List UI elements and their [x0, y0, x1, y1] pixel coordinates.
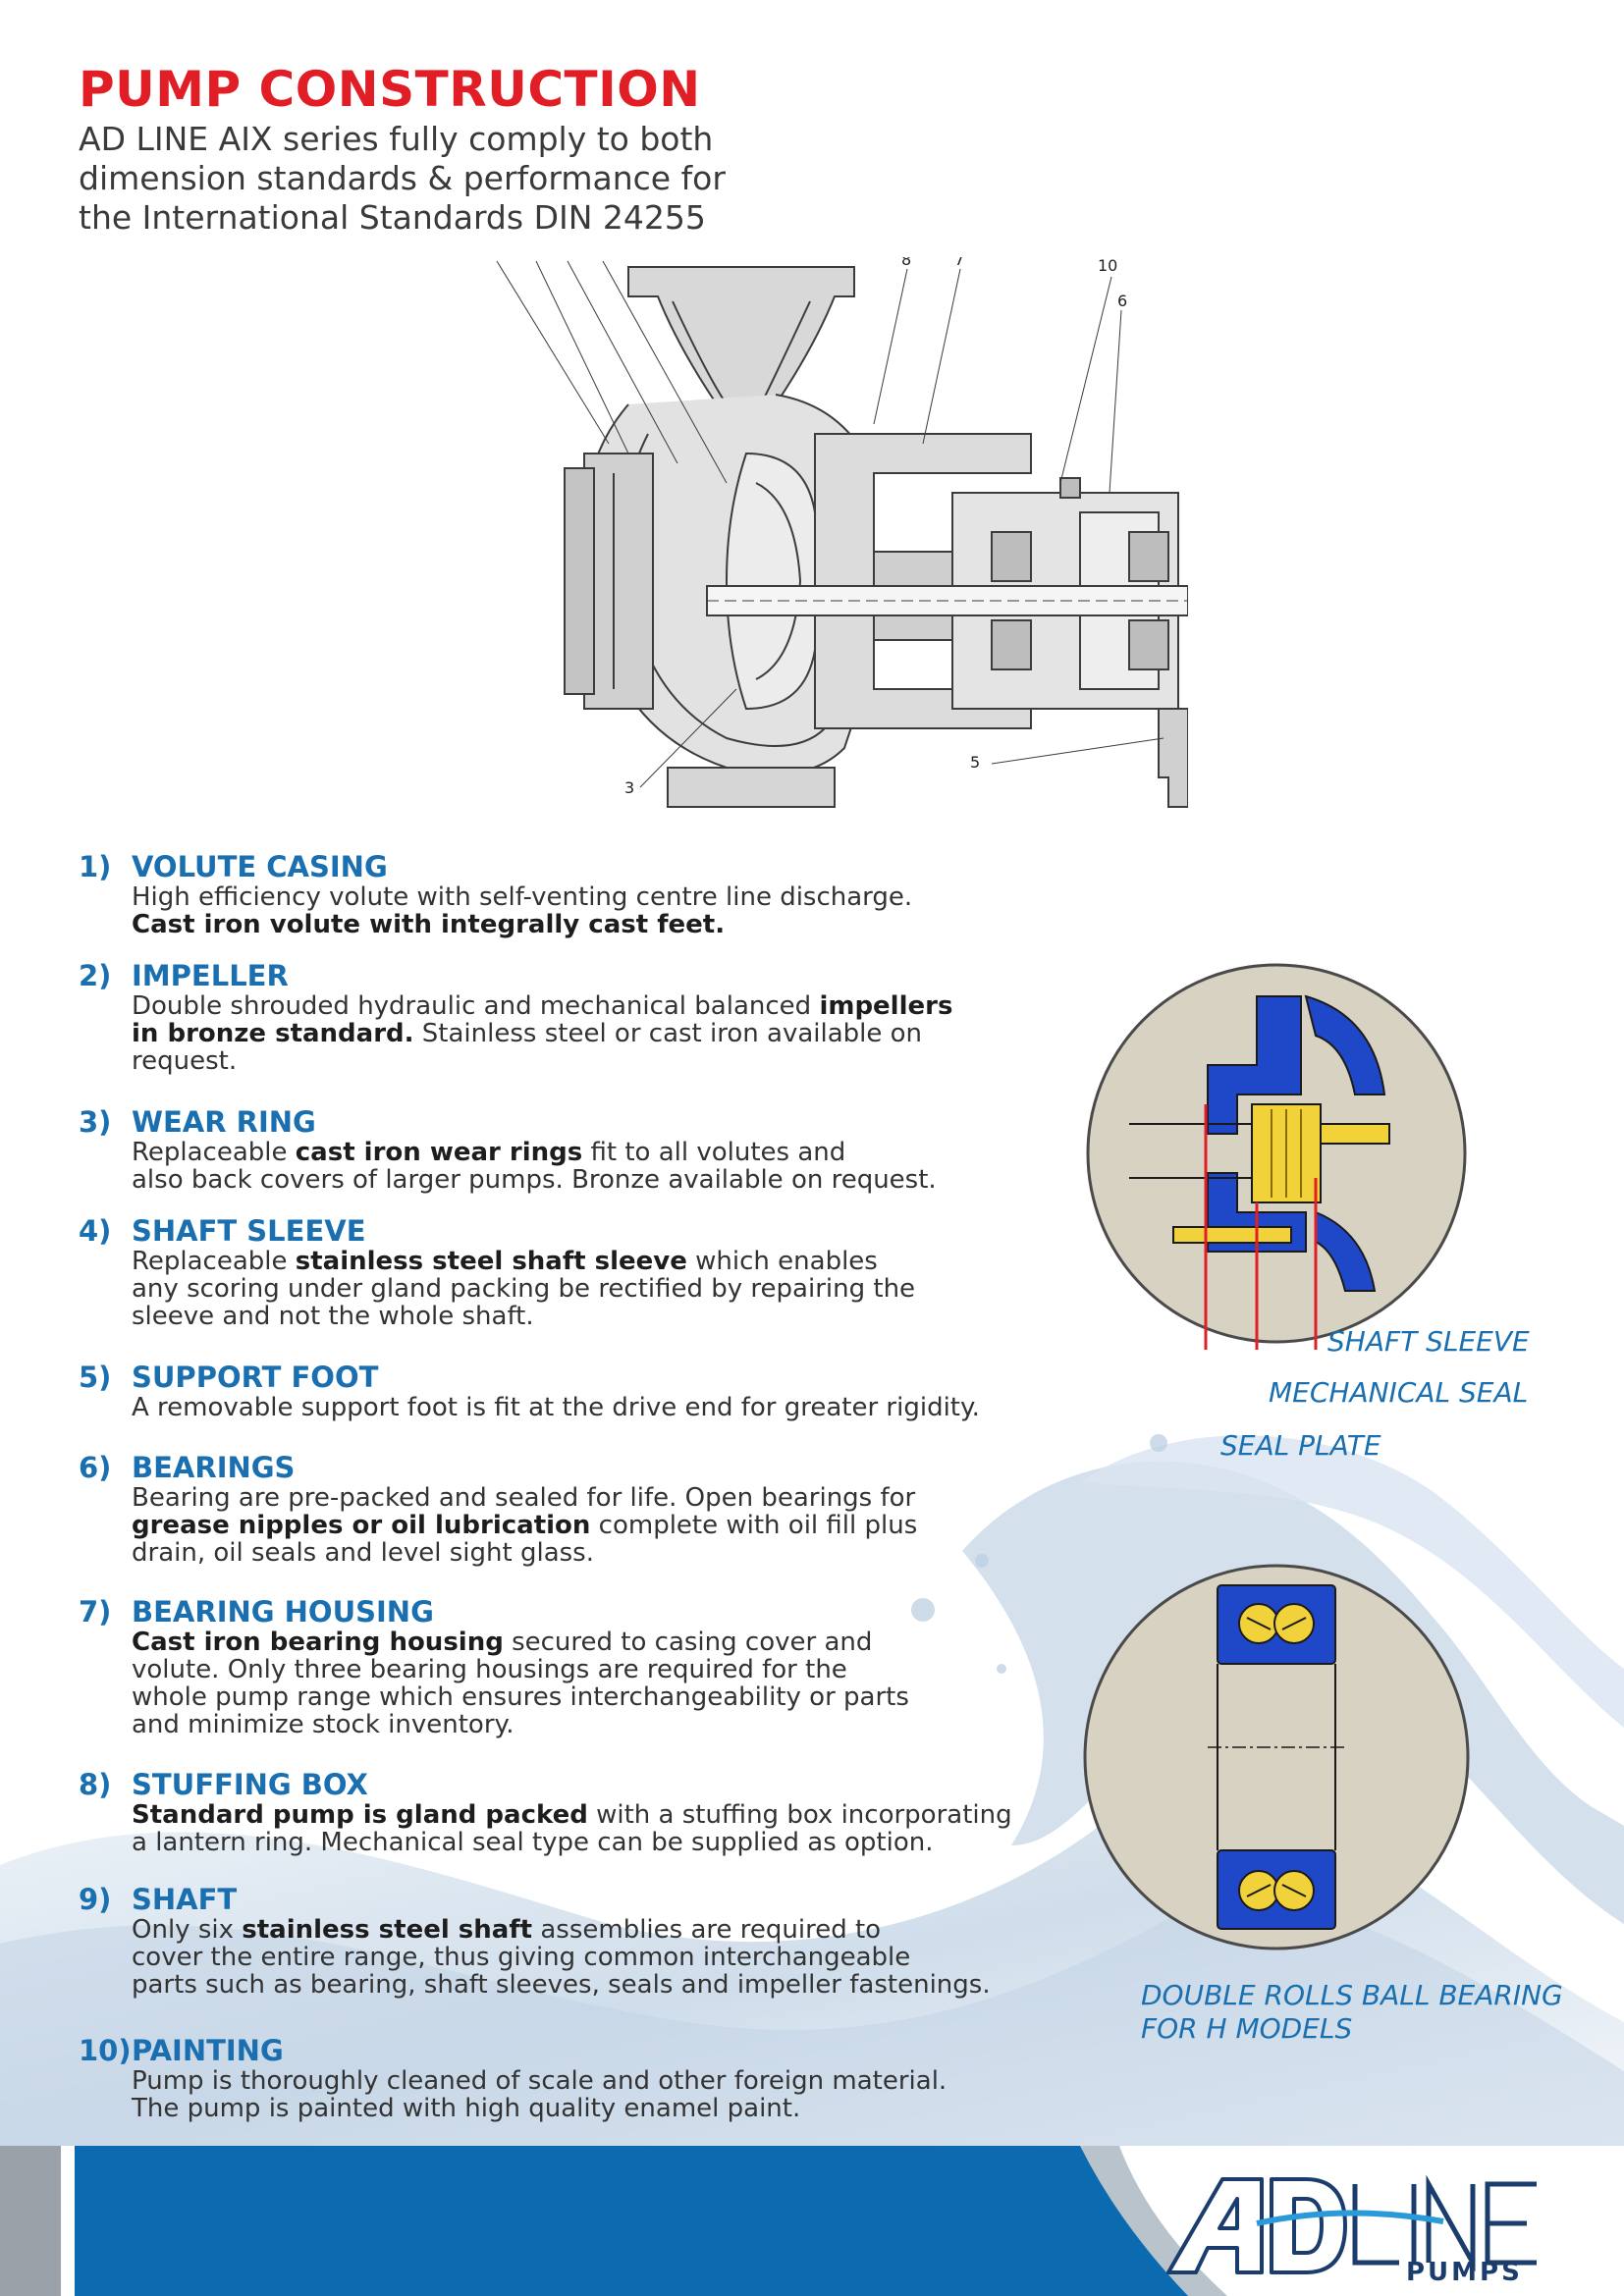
adline-logo: [1166, 2174, 1537, 2274]
item-line: Pump is thoroughly cleaned of scale and …: [132, 2066, 947, 2096]
item-body: Cast iron bearing housing secured to cas…: [132, 1629, 909, 1738]
item-line: any scoring under gland packing be recti…: [132, 1274, 916, 1304]
drawing-label: 6: [1117, 292, 1127, 310]
drawing-label: 5: [970, 753, 980, 772]
item-line: grease nipples or oil lubrication comple…: [132, 1511, 918, 1540]
item-heading: WEAR RING: [132, 1105, 316, 1139]
item-line: sleeve and not the whole shaft.: [132, 1302, 534, 1331]
drawing-label: 2: [530, 257, 540, 261]
subtitle-line: AD LINE AIX series fully comply to both: [79, 120, 714, 158]
item-number: 7): [79, 1595, 112, 1629]
item-body: Pump is thoroughly cleaned of scale and …: [132, 2067, 947, 2122]
item-number: 1): [79, 850, 112, 883]
item-number: 5): [79, 1361, 112, 1394]
item-heading: SHAFT SLEEVE: [132, 1214, 366, 1248]
shaft-sleeve-callout: SHAFT SLEEVE: [1327, 1325, 1530, 1358]
item-body: Only six stainless steel shaft assemblie…: [132, 1916, 991, 1999]
item-body: Replaceable stainless steel shaft sleeve…: [132, 1248, 915, 1330]
item-line: request.: [132, 1046, 238, 1076]
item-number: 2): [79, 959, 112, 992]
logo-subtext: PUMPS: [1406, 2258, 1523, 2287]
item-body: Bearing are pre-packed and sealed for li…: [132, 1484, 917, 1567]
item-line: High efficiency volute with self-venting…: [132, 882, 913, 912]
item-heading: PAINTING: [132, 2034, 284, 2067]
item-line: Replaceable cast iron wear rings fit to …: [132, 1138, 846, 1167]
drawing-label: 8: [901, 257, 911, 269]
item-line: Cast iron bearing housing secured to cas…: [132, 1628, 873, 1657]
seal-plate-callout: SEAL PLATE: [1220, 1429, 1381, 1462]
item-body: Standard pump is gland packed with a stu…: [132, 1801, 1012, 1856]
item-number: 10): [79, 2034, 132, 2067]
pump-cross-section-drawing: 1 2 9 4 8 7 10 6 5 3: [491, 257, 1188, 808]
drawing-label: 3: [624, 778, 634, 797]
item-line: volute. Only three bearing housings are …: [132, 1655, 847, 1684]
item-line: Bearing are pre-packed and sealed for li…: [132, 1483, 916, 1513]
drawing-label: 7: [954, 257, 964, 269]
item-line: also back covers of larger pumps. Bronze…: [132, 1165, 937, 1195]
drawing-label: 10: [1098, 257, 1117, 275]
item-number: 8): [79, 1768, 112, 1801]
item-body: A removable support foot is fit at the d…: [132, 1394, 980, 1421]
drawing-label: 9: [562, 257, 571, 261]
bearing-caption-line: DOUBLE ROLLS BALL BEARING: [1141, 1979, 1563, 2011]
bearing-caption-line: FOR H MODELS: [1141, 2012, 1353, 2045]
item-heading: BEARING HOUSING: [132, 1595, 434, 1629]
item-body: High efficiency volute with self-venting…: [132, 883, 912, 938]
item-body: Double shrouded hydraulic and mechanical…: [132, 992, 952, 1075]
item-number: 4): [79, 1214, 112, 1248]
item-line: The pump is painted with high quality en…: [132, 2094, 801, 2123]
item-line: Double shrouded hydraulic and mechanical…: [132, 991, 953, 1021]
item-heading: BEARINGS: [132, 1451, 296, 1484]
item-line: cover the entire range, thus giving comm…: [132, 1943, 911, 1972]
mechanical-seal-detail: [1086, 963, 1467, 1350]
ball-bearing-detail: [1083, 1564, 1470, 1950]
item-number: 6): [79, 1451, 112, 1484]
item-line: Replaceable stainless steel shaft sleeve…: [132, 1247, 878, 1276]
item-line: a lantern ring. Mechanical seal type can…: [132, 1828, 934, 1857]
item-line: whole pump range which ensures interchan…: [132, 1682, 909, 1712]
item-line: parts such as bearing, shaft sleeves, se…: [132, 1970, 991, 2000]
page-subtitle: AD LINE AIX series fully comply to both …: [79, 120, 825, 238]
mechanical-seal-callout: MECHANICAL SEAL: [1269, 1376, 1529, 1409]
item-heading: VOLUTE CASING: [132, 850, 388, 883]
item-number: 3): [79, 1105, 112, 1139]
item-line: in bronze standard. Stainless steel or c…: [132, 1019, 923, 1048]
item-heading: SUPPORT FOOT: [132, 1361, 379, 1394]
item-heading: SHAFT: [132, 1883, 238, 1916]
item-line: Cast iron volute with integrally cast fe…: [132, 910, 726, 939]
subtitle-line: dimension standards & performance for: [79, 159, 726, 197]
item-heading: STUFFING BOX: [132, 1768, 368, 1801]
item-line: and minimize stock inventory.: [132, 1710, 514, 1739]
item-line: A removable support foot is fit at the d…: [132, 1393, 980, 1422]
page-title: PUMP CONSTRUCTION: [79, 61, 701, 118]
subtitle-line: the International Standards DIN 24255: [79, 198, 706, 237]
item-line: Only six stainless steel shaft assemblie…: [132, 1915, 882, 1945]
item-body: Replaceable cast iron wear rings fit to …: [132, 1139, 937, 1194]
item-line: drain, oil seals and level sight glass.: [132, 1538, 594, 1568]
item-number: 9): [79, 1883, 112, 1916]
item-heading: IMPELLER: [132, 959, 289, 992]
item-line: Standard pump is gland packed with a stu…: [132, 1800, 1012, 1830]
bearing-caption: DOUBLE ROLLS BALL BEARING FOR H MODELS: [1141, 1979, 1563, 2046]
drawing-label: 1: [491, 257, 501, 261]
drawing-label: 4: [597, 257, 607, 261]
